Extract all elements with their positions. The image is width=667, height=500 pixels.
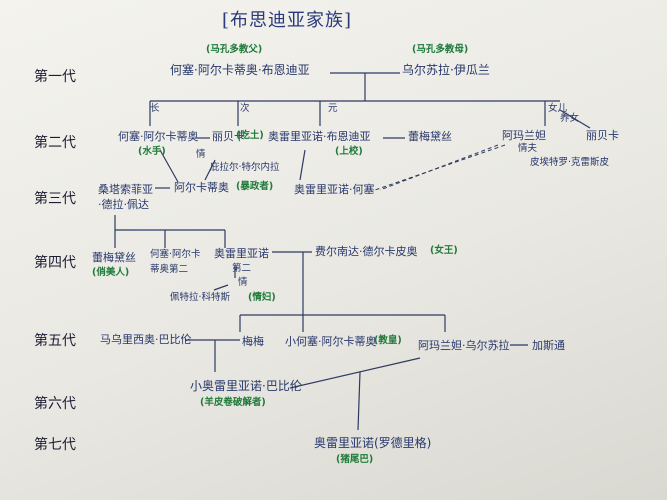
branch-label-second: 次: [240, 103, 250, 114]
g4-fernanda-tag: (女王): [430, 245, 458, 256]
branch-label-eldest: 长: [150, 103, 160, 114]
g2-aureliano-tag: (上校): [335, 146, 363, 157]
g2-aureliano-buendia: 奥雷里亚诺·布恩迪亚: [268, 130, 371, 143]
g4-remedios: 蕾梅黛丝: [92, 251, 136, 264]
branch-label-third: 元: [328, 103, 338, 114]
g5-jose-arcadio: 小何塞·阿尔卡蒂奥: [285, 335, 377, 348]
generation-2-label: 第二代: [34, 135, 76, 151]
g3-santa-sofia-piedad: ·德拉·佩达: [98, 198, 149, 211]
g2-amaranta-lover-note: 情夫: [518, 143, 538, 154]
g2-rebeca-adopted-note: 养女: [560, 113, 580, 124]
g6-aureliano-babilonia: 小奥雷里亚诺·巴比伦: [190, 379, 302, 393]
generation-1-label: 第一代: [34, 69, 76, 85]
g2-jose-arcadio-tag: (水手): [138, 146, 166, 157]
g3-arcadio: 阿尔卡蒂奥: [174, 181, 229, 194]
g2-jose-arcadio: 何塞·阿尔卡蒂奥: [118, 130, 199, 143]
g3-aureliano-jose: 奥雷里亚诺·何塞: [294, 183, 375, 196]
generation-7-label: 第七代: [34, 437, 76, 453]
g4-petra-cotes: 佩特拉·科特斯: [170, 292, 231, 303]
g4-petra-tag: (情妇): [248, 292, 276, 303]
page-title: [布思迪亚家族]: [222, 10, 353, 31]
generation-3-label: 第三代: [34, 191, 76, 207]
generation-4-label: 第四代: [34, 255, 76, 271]
g4-lover-label: 情: [238, 277, 248, 288]
g6-aureliano-tag: (羊皮卷破解者): [200, 397, 266, 408]
g4-fernanda-del-carpio: 费尔南达·德尔卡皮奥: [315, 245, 418, 258]
generation-6-label: 第六代: [34, 396, 76, 412]
g2-lover-label: 情: [196, 149, 206, 160]
g1-ursula-role: (马孔多教母): [412, 44, 469, 55]
g2-pietro-crespi: 皮埃特罗·克雷斯皮: [530, 157, 610, 168]
g3-arcadio-tag: (暴政者): [236, 181, 274, 192]
branch-label-daughter: 女儿: [548, 103, 568, 114]
generation-5-label: 第五代: [34, 333, 76, 349]
g3-santa-sofia: 桑塔索菲亚: [98, 183, 153, 196]
g4-remedios-tag: (俏美人): [92, 267, 130, 278]
g7-aureliano: 奥雷里亚诺(罗德里格): [314, 436, 432, 450]
g5-mauricio-babilonia: 马乌里西奥·巴比伦: [100, 333, 192, 346]
g5-jose-arcadio-tag: (教皇): [374, 335, 402, 346]
g4-jose-arcadio-segundo: 何塞·阿尔卡: [150, 249, 201, 260]
g5-amaranta-ursula: 阿玛兰妲·乌尔苏拉: [418, 339, 510, 352]
g2-amaranta: 阿玛兰妲: [502, 129, 546, 142]
g1-ursula-iguaran: 乌尔苏拉·伊瓜兰: [402, 63, 490, 77]
g2-rebeca: 丽贝卡: [212, 130, 245, 143]
g5-gaston: 加斯通: [532, 339, 565, 352]
g2-rebeca-adopted: 丽贝卡: [586, 129, 619, 142]
g1-jose-role: (马孔多教父): [206, 44, 263, 55]
g7-aureliano-tag: (猪尾巴): [336, 454, 374, 465]
g4-jose-arcadio-segundo-2: 蒂奥第二: [150, 264, 189, 275]
g2-pilar-ternera: 庇拉尔·特尔内拉: [210, 162, 280, 173]
g4-aureliano-segundo-2: 第二: [232, 263, 252, 274]
g5-meme: 梅梅: [242, 335, 264, 348]
g2-remedios: 蕾梅黛丝: [408, 130, 452, 143]
g2-rebeca-tag: (吃土): [236, 130, 264, 141]
g1-jose-arcadio-buendia: 何塞·阿尔卡蒂奥·布恩迪亚: [170, 63, 310, 77]
g4-aureliano-segundo: 奥雷里亚诺: [214, 247, 269, 260]
